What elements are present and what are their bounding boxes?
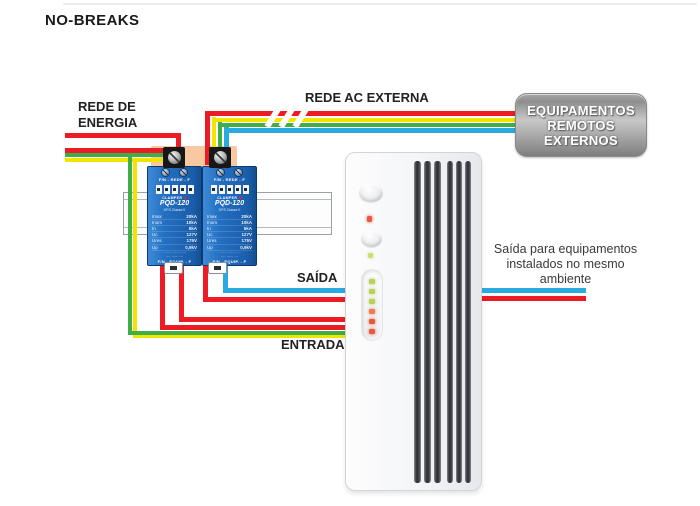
power-network-label-line1: REDE DE [78,99,136,114]
device-bottom-label: F/N - EQUIP. - F [157,259,192,265]
status-led [369,329,375,334]
device-model-subtitle: DPS Classe II [218,208,241,212]
screw-icon [180,169,188,176]
device-top-label: F/N - REDE - F [213,177,246,182]
status-led [369,279,375,284]
badge-line1: EQUIPAMENTOS [527,102,635,118]
ups-tower [345,152,482,491]
screw-icon [167,151,181,164]
wire-input-green-h [128,331,350,335]
wire-ground-green-v [128,153,132,335]
power-network-label: REDE DE ENERGIA [78,99,137,130]
device-model: PQD-120 [159,200,190,207]
surge-protector-1: F/N - REDE - F CLAMPER PQD-120 DPS Class… [147,166,202,266]
wire-local-output-cyan [480,288,586,293]
wire-ground-yellow-v [133,158,137,338]
terminal-block-left [163,147,185,168]
wire-input-red2-h [160,325,350,330]
terminal-block-right [209,147,231,168]
external-ac-label: REDE AC EXTERNA [305,90,429,105]
wire-ac-yellow-v [212,117,216,162]
device-model-subtitle: DPS Classe II [163,208,186,212]
wire-ac-green-h [218,122,520,127]
indicator-dot-icon [239,196,242,200]
mounting-clip [164,262,183,274]
wire-power-green-h [65,153,170,157]
wire-power-yellow-h [65,158,164,162]
badge-line3: EXTERNOS [544,132,618,148]
wire-input-red1-v [179,255,184,322]
wire-power-red1-h [65,133,181,138]
power-button [359,183,383,202]
wire-ac-green-v [218,122,222,162]
device-top-label: F/N - REDE - F [158,177,191,182]
status-led [369,319,375,324]
wire-input-yellow-h [133,334,350,338]
wire-local-output-red [480,296,586,301]
diagram-title: NO-BREAKS [45,12,140,29]
screw-icon [216,169,224,176]
line-led [368,253,373,258]
wire-output-red-h [203,297,350,302]
status-led [369,309,375,314]
device-brand: CLAMPER [217,196,238,200]
input-label: ENTRADA [281,337,345,352]
status-led-panel [361,269,383,341]
device-fine-print: ·· ····· ········ ··· ···· ······ ··· [217,250,242,259]
status-led [369,289,375,294]
local-output-note-line1: Saída para equipamentos [493,242,638,256]
page-top-border [63,3,697,5]
wire-output-red-v [203,255,208,302]
wire-power-red2-h [65,148,168,153]
screw-icon [235,169,243,176]
ups-vent-grille [414,161,441,483]
remote-equipment-badge: EQUIPAMENTOS REMOTOS EXTERNOS [515,93,647,157]
device-brand: CLAMPER [162,196,183,200]
wire-output-cyan-h [223,288,350,293]
output-label: SAÍDA [297,270,338,285]
wire-ac-red-v [205,111,210,165]
screw-icon [161,169,169,176]
wire-ac-cyan-h [224,127,520,133]
wire-input-red1-h [179,317,350,322]
wire-input-red2-v [160,255,165,330]
device-top-screws [203,167,256,177]
power-network-label-line2: ENERGIA [78,114,138,130]
local-output-note-line2: instalados no mesmo [506,257,625,271]
wire-ac-yellow-h [212,117,520,122]
wire-ac-red-h [205,111,520,116]
ups-vent-grille [447,161,471,483]
local-output-note-line3: ambiente [539,272,592,286]
badge-line2: REMOTOS [547,117,615,133]
terminal-strip [148,184,201,195]
terminal-strip [203,184,256,195]
local-output-note: Saída para equipamentos instalados no me… [468,242,663,287]
status-led [369,299,375,304]
indicator-dot-icon [184,196,187,200]
power-led [367,216,372,222]
mounting-clip [208,262,227,274]
surge-protector-2: F/N - REDE - F CLAMPER PQD-120 DPS Class… [202,166,257,266]
device-top-screws [148,167,201,177]
screw-icon [213,151,227,164]
wire-ac-cyan-v [224,127,229,165]
function-button [361,230,382,247]
wire-output-cyan-v [223,255,228,293]
device-fine-print: ·· ····· ········ ··· ···· ······ ··· [162,250,187,259]
device-bottom-label: F/N - EQUIP. - F [212,259,247,265]
device-model: PQD-120 [214,200,245,207]
